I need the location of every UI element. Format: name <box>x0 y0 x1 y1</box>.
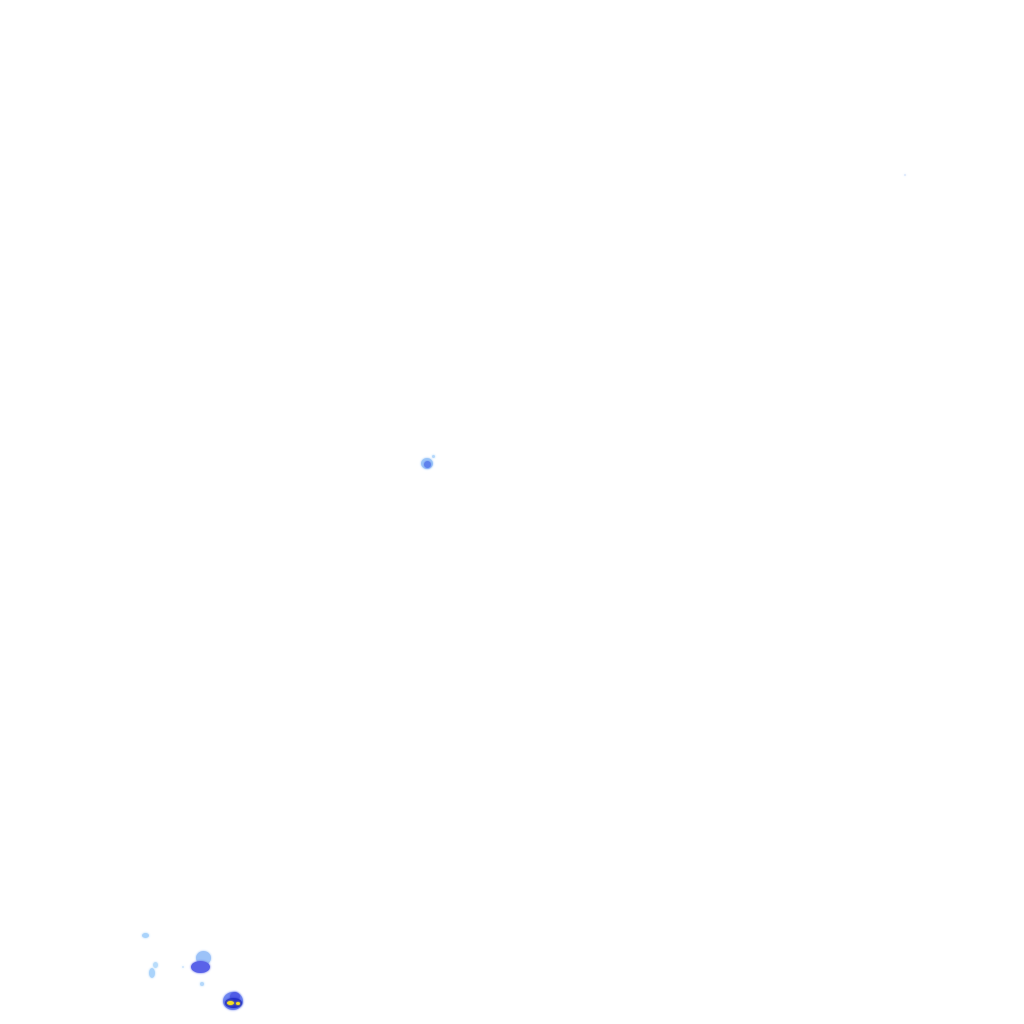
precipitation-echo <box>904 174 906 176</box>
precipitation-echo <box>182 966 184 968</box>
precipitation-echo <box>142 933 149 938</box>
precipitation-echo <box>432 455 435 458</box>
precipitation-echo <box>227 1001 234 1005</box>
precipitation-echo <box>230 992 240 1001</box>
precipitation-echo <box>153 962 158 968</box>
precipitation-echo <box>191 961 210 973</box>
precipitation-echo <box>424 461 431 468</box>
precipitation-echo <box>236 1002 240 1005</box>
precipitation-echo <box>149 968 155 978</box>
precipitation-echo <box>200 982 204 986</box>
